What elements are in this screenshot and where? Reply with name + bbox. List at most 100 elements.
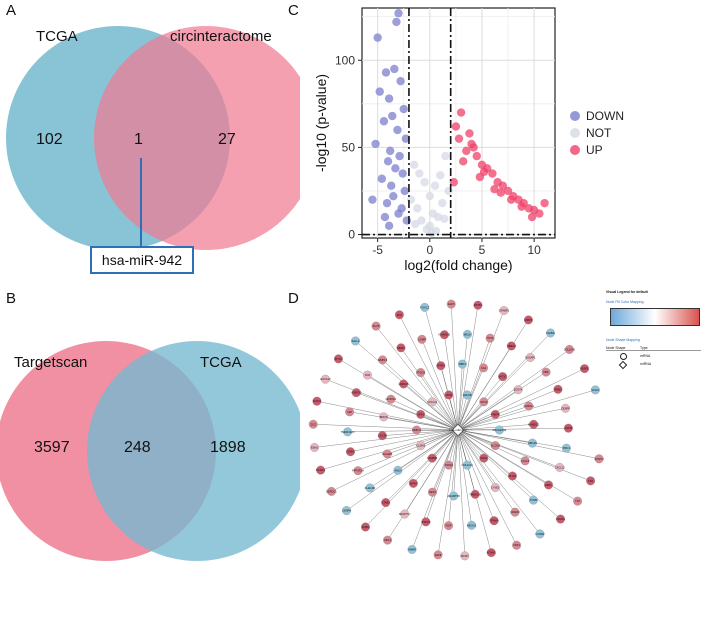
node-label: CLDN1 — [416, 444, 425, 448]
node-label: CDK1 — [513, 543, 520, 547]
network-edge — [314, 429, 459, 448]
mrna-node — [416, 441, 426, 451]
mrna-node — [433, 550, 443, 560]
mrna-node — [499, 306, 509, 315]
point-up — [540, 198, 549, 208]
mrna-node — [365, 483, 375, 493]
mrna-node — [342, 506, 352, 516]
network-edge — [457, 429, 496, 446]
mrna-node — [381, 498, 391, 507]
mrna-node — [555, 462, 565, 472]
mrna-node — [527, 438, 537, 448]
network-edge — [457, 389, 559, 431]
panel-letter-b: B — [6, 290, 17, 307]
mrna-node — [327, 486, 336, 496]
mrna-node — [520, 456, 530, 466]
point-down — [394, 9, 403, 18]
point-up — [535, 209, 544, 218]
legend-label-not: NOT — [586, 126, 612, 140]
mrna-node — [378, 355, 388, 365]
point-up — [517, 202, 526, 211]
mrna-node — [462, 390, 472, 400]
point-not — [425, 191, 435, 201]
network-edge — [382, 429, 459, 436]
node-label: FN1 — [588, 479, 593, 483]
mrna-node — [561, 403, 570, 413]
node-label: HOXA13 — [320, 377, 331, 381]
point-up — [465, 129, 474, 138]
point-up — [488, 169, 497, 178]
point-down — [380, 212, 390, 222]
point-up — [472, 151, 481, 161]
point-down — [388, 111, 397, 121]
point-not — [436, 171, 445, 180]
network-edge — [457, 368, 585, 431]
venn-diagram-a — [6, 26, 300, 250]
network-edge — [338, 358, 459, 431]
node-label: NUSAP1 — [525, 355, 536, 359]
point-down — [396, 76, 405, 86]
mrna-node — [393, 465, 403, 475]
node-label: BIRC5 — [380, 415, 388, 419]
network-edge — [457, 429, 495, 521]
mrna-node — [507, 471, 517, 481]
legend-col1: Node Shape — [606, 346, 626, 350]
legend-key-not — [570, 128, 580, 138]
node-label: RBP4 — [459, 362, 466, 366]
network-edge — [451, 304, 459, 431]
node-label: TOP2A — [445, 463, 454, 467]
legend-title: Visual Legend for default — [606, 290, 648, 294]
mrna-node — [564, 344, 574, 354]
venn-circle-right — [94, 26, 300, 250]
node-label: CA4 — [481, 366, 487, 370]
mrna-node — [485, 333, 495, 343]
mrna-node — [343, 427, 353, 437]
network-edge — [444, 334, 459, 431]
network-edge — [457, 429, 496, 488]
point-down — [382, 198, 392, 208]
point-not — [441, 151, 450, 161]
mrna-node — [371, 321, 381, 331]
point-up — [479, 167, 489, 176]
network-legend: Visual Legend for default Node Fill Colo… — [606, 290, 701, 382]
network-edge — [457, 429, 534, 501]
x-tick-label: 0 — [426, 243, 433, 257]
node-label: TNXB — [530, 498, 537, 502]
node-label: ZIC2 — [310, 422, 316, 426]
network-edge — [432, 429, 459, 493]
mrna-node — [333, 354, 343, 364]
node-label: SLC2A3 — [490, 444, 500, 448]
node-label: CHRDL1 — [524, 404, 535, 408]
network-nodes: ARHGEF39SLC2A3CDO1COL11A1TOP2AFAM83BCLDN… — [308, 299, 604, 561]
panel-b: B Targetscan TCGA 3597 248 1898 — [0, 285, 300, 620]
network-edge — [457, 429, 472, 526]
x-tick-label: 10 — [527, 243, 541, 257]
legend-key-down — [570, 111, 580, 121]
network-edge — [457, 428, 569, 431]
mrna-node — [486, 548, 496, 558]
network-edge — [399, 314, 459, 431]
point-down — [389, 191, 398, 201]
node-label: MAMDC2 — [528, 422, 540, 426]
panel-letter-c: C — [288, 2, 299, 19]
mrna-node — [428, 487, 437, 497]
mrna-node — [386, 394, 396, 404]
mrna-node — [541, 367, 551, 377]
mrna-node — [498, 372, 508, 382]
node-label: NEK2 — [429, 490, 436, 494]
network-edge — [457, 394, 468, 431]
node-label: RSPO3 — [421, 520, 430, 524]
network-edge — [347, 429, 459, 432]
mrna-node — [316, 465, 326, 475]
node-label: CXCL12 — [555, 465, 565, 469]
point-up — [454, 134, 464, 143]
mrna-node — [467, 520, 477, 530]
mrna-node — [494, 425, 504, 435]
network-edge — [448, 429, 459, 526]
mrna-node — [379, 412, 389, 422]
mrna-node — [421, 517, 431, 527]
node-label: LRRC15 — [399, 382, 410, 386]
mrna-node — [556, 514, 565, 524]
point-down — [385, 146, 395, 156]
legend-label-up: UP — [586, 143, 603, 157]
